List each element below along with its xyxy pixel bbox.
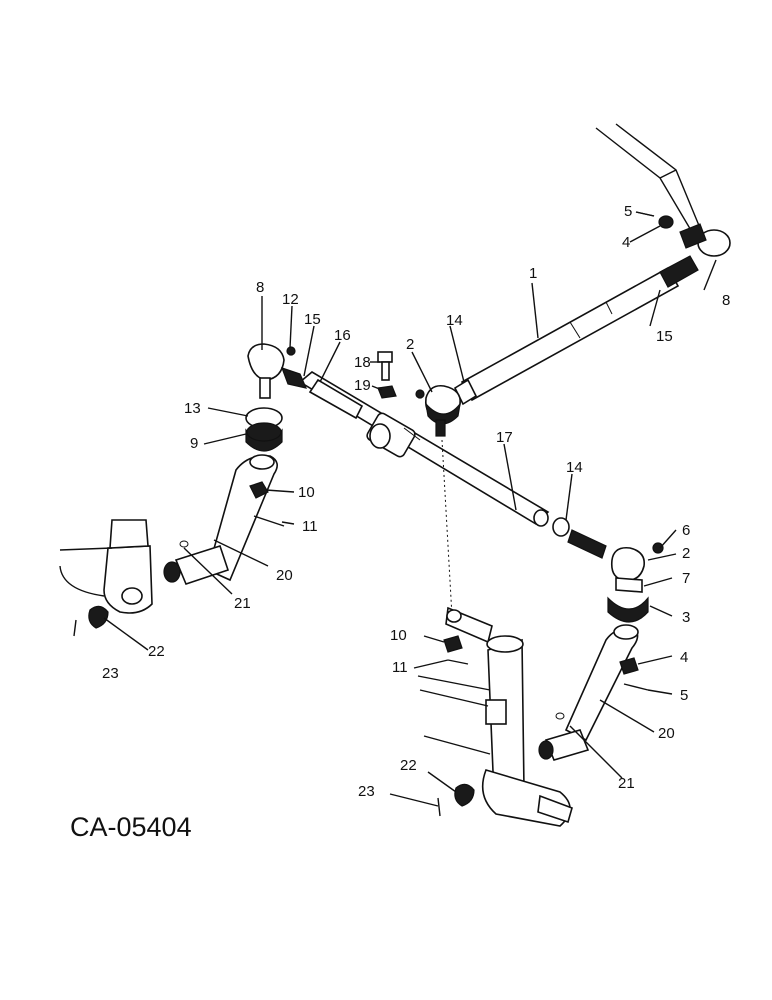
callout-20: 20 — [658, 725, 675, 742]
callout-13: 13 — [184, 400, 201, 417]
diagram-code: CA-05404 — [70, 812, 192, 842]
callout-1: 1 — [529, 265, 537, 282]
main-tie-rod — [453, 255, 699, 406]
callout-labels: 1 2 2 3 4 4 5 5 6 7 8 8 9 10 10 11 11 12… — [102, 203, 730, 800]
callout-14: 14 — [446, 312, 463, 329]
callout-15: 15 — [304, 311, 321, 328]
right-spindle — [417, 606, 649, 827]
callout-8: 8 — [722, 292, 730, 309]
callout-4: 4 — [680, 649, 688, 666]
callout-4: 4 — [622, 234, 630, 251]
callout-10: 10 — [298, 484, 315, 501]
callout-8: 8 — [256, 279, 264, 296]
callout-23: 23 — [358, 783, 375, 800]
callout-10: 10 — [390, 627, 407, 644]
callout-15: 15 — [656, 328, 673, 345]
callout-16: 16 — [334, 327, 351, 344]
callout-22: 22 — [400, 757, 417, 774]
callout-11: 11 — [302, 518, 318, 535]
drag-link — [298, 371, 607, 559]
callout-21: 21 — [234, 595, 251, 612]
callout-6: 6 — [682, 522, 690, 539]
callout-2: 2 — [406, 336, 414, 353]
callout-22: 22 — [148, 643, 165, 660]
callout-12: 12 — [282, 291, 299, 308]
tie-rod-end-left — [245, 343, 308, 452]
callout-11: 11 — [392, 659, 408, 676]
frame-upper-right — [595, 123, 701, 233]
leader-lines — [103, 211, 717, 807]
callout-9: 9 — [190, 435, 198, 452]
callout-14: 14 — [566, 459, 583, 476]
center-ball-joint — [415, 384, 461, 617]
tie-rod-end-lower-right — [607, 542, 664, 623]
callout-5: 5 — [680, 687, 688, 704]
callout-5: 5 — [624, 203, 632, 220]
callout-21: 21 — [618, 775, 635, 792]
callout-23: 23 — [102, 665, 119, 682]
tie-rod-end-right — [635, 211, 731, 257]
callout-3: 3 — [682, 609, 690, 626]
left-spindle — [59, 454, 285, 637]
callout-18: 18 — [354, 354, 371, 371]
callout-2: 2 — [682, 545, 690, 562]
bolt-and-nut — [377, 351, 397, 399]
callout-7: 7 — [682, 570, 690, 587]
callout-17: 17 — [496, 429, 513, 446]
callout-20: 20 — [276, 567, 293, 584]
callout-19: 19 — [354, 377, 371, 394]
